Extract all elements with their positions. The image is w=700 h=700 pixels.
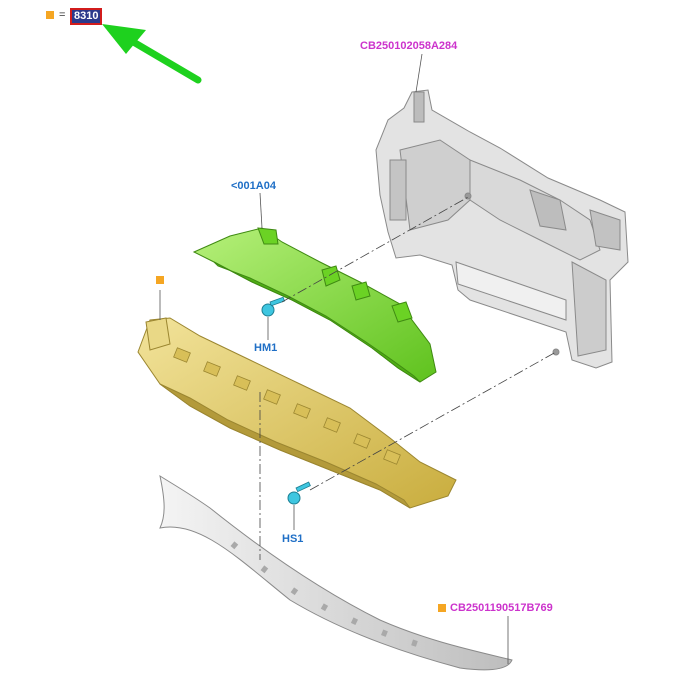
- screw-hs1: [287, 481, 311, 505]
- deflector-marker-icon: [438, 604, 446, 612]
- upper-air-deflector: [192, 227, 437, 383]
- absorber-marker-icon: [156, 276, 164, 284]
- callout-screw-hs1[interactable]: HS1: [282, 533, 304, 545]
- callout-screw-hm1[interactable]: HM1: [254, 342, 278, 354]
- callout-upper-part[interactable]: <001A04: [231, 180, 276, 192]
- screw-hm1: [261, 296, 286, 317]
- callout-lower-deflector[interactable]: CB2501190517B769: [450, 602, 553, 614]
- green-arrow-icon: [102, 24, 202, 84]
- callout-radiator-support[interactable]: CB250102058A284: [360, 40, 458, 52]
- energy-absorber: [137, 317, 457, 509]
- lower-deflector: [159, 474, 513, 671]
- leader-lines: [159, 53, 509, 664]
- legend-code[interactable]: 8310: [70, 8, 103, 25]
- legend-marker-icon: [46, 11, 54, 19]
- radiator-support-frame: [375, 89, 629, 369]
- legend-equals: =: [59, 9, 66, 21]
- assembly-lines: [259, 195, 557, 560]
